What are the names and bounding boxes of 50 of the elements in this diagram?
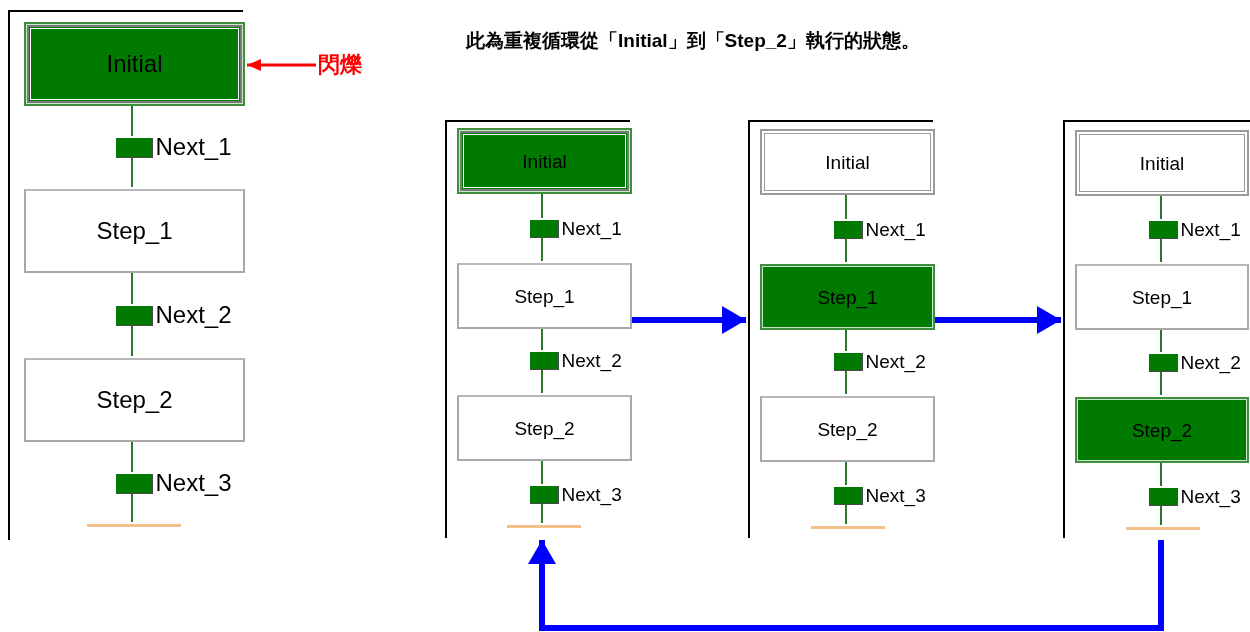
transition-bar: [115, 474, 153, 494]
panel-frame: [445, 120, 630, 538]
transition-bar: [529, 352, 559, 370]
initial-step-box: Initial: [760, 129, 935, 195]
end-bar: [507, 525, 581, 528]
panel-frame: [748, 120, 933, 538]
transition-label: Next_3: [561, 484, 622, 504]
transition-bar: [115, 138, 153, 158]
transition-bar: [529, 486, 559, 504]
end-bar: [811, 526, 885, 529]
transition-bar: [833, 221, 863, 239]
transition-bar: [529, 220, 559, 238]
transition-label: Next_2: [561, 350, 622, 370]
transition-label: Next_3: [155, 470, 232, 495]
arrow: [935, 306, 1061, 334]
step-box: Step_1: [1075, 264, 1249, 330]
step-box: Step_1: [24, 189, 245, 273]
transition-label: Next_2: [1180, 352, 1241, 372]
step-box: Step_2: [1075, 397, 1249, 463]
transition-bar: [1148, 221, 1178, 239]
transition-bar: [1148, 354, 1178, 372]
arrow: [632, 306, 746, 334]
initial-step-box: Initial: [24, 22, 245, 106]
transition-bar: [1148, 488, 1178, 506]
transition-label: Next_1: [155, 134, 232, 159]
step-box: Step_2: [457, 395, 632, 461]
end-bar: [87, 524, 181, 527]
arrow: [247, 59, 316, 71]
end-bar: [1126, 527, 1200, 530]
step-box: Step_1: [760, 264, 935, 330]
panel-frame: [1063, 120, 1250, 538]
transition-label: Next_2: [155, 302, 232, 327]
initial-step-box: Initial: [1075, 130, 1249, 196]
transition-label: Next_2: [865, 351, 926, 371]
step-box: Step_2: [24, 358, 245, 442]
transition-bar: [833, 487, 863, 505]
annotation-label: 閃爍: [318, 50, 376, 80]
transition-label: Next_1: [561, 218, 622, 238]
transition-bar: [833, 353, 863, 371]
transition-label: Next_1: [1180, 219, 1241, 239]
transition-label: Next_1: [865, 219, 926, 239]
transition-label: Next_3: [865, 485, 926, 505]
transition-bar: [115, 306, 153, 326]
panel-frame: [8, 10, 243, 540]
initial-step-box: Initial: [457, 128, 632, 194]
arrow: [528, 540, 1164, 631]
step-box: Step_2: [760, 396, 935, 462]
transition-label: Next_3: [1180, 486, 1241, 506]
title-text: 此為重複循環從「Initial」到「Step_2」執行的狀態。: [466, 29, 920, 53]
step-box: Step_1: [457, 263, 632, 329]
